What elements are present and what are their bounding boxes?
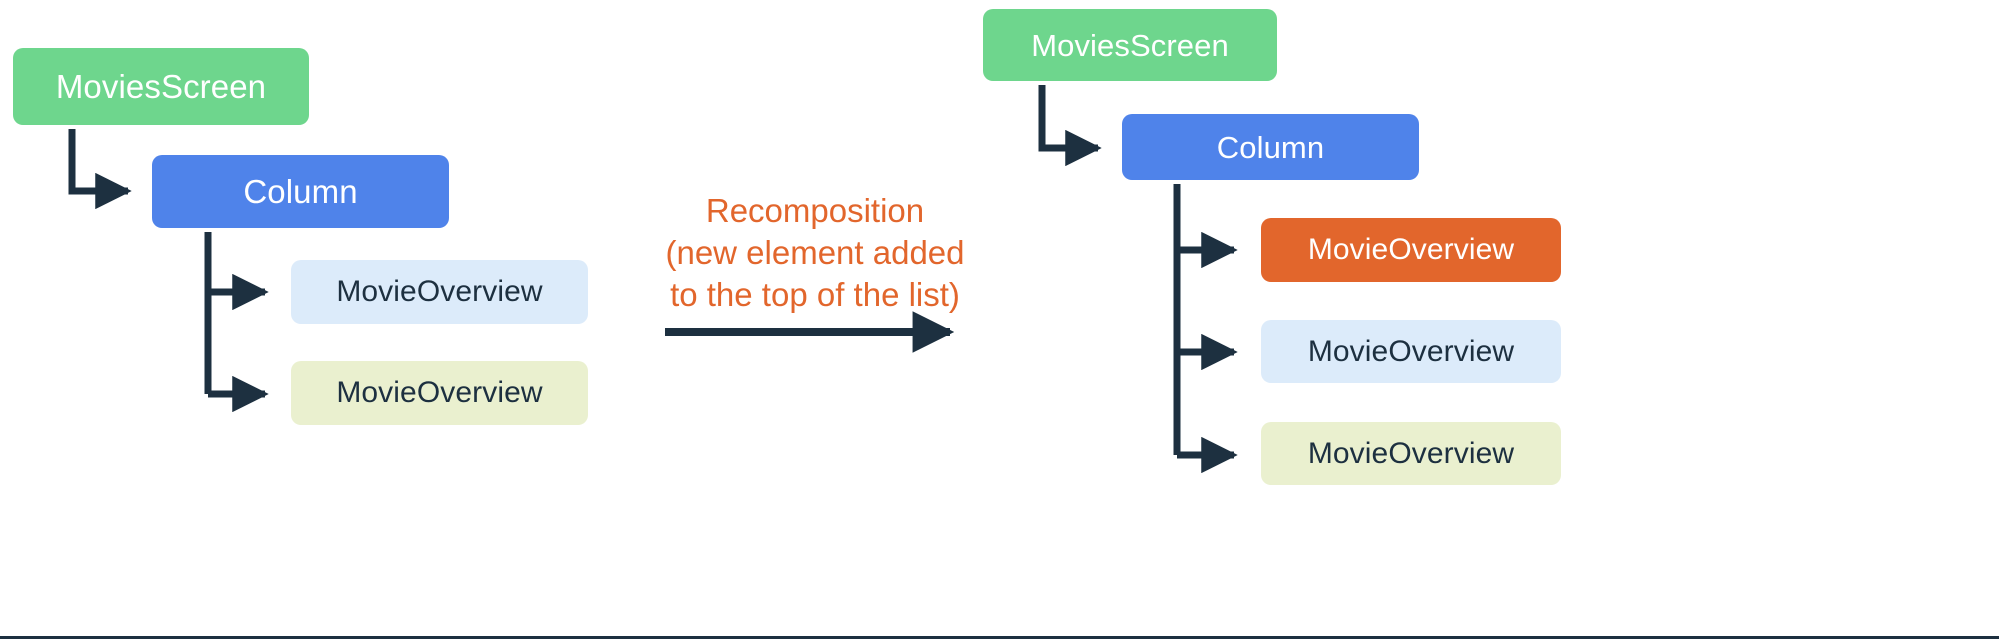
right-edge-column-to-children bbox=[1173, 184, 1238, 474]
transition-caption-line-3: to the top of the list) bbox=[670, 276, 960, 314]
before-node-movie-overview-2: MovieOverview bbox=[291, 361, 588, 425]
before-node-column-label: Column bbox=[243, 173, 358, 210]
transition-caption-line-2: (new element added bbox=[665, 234, 965, 272]
before-node-movies-screen-label: MoviesScreen bbox=[55, 68, 267, 105]
before-node-movie-overview-1: MovieOverview bbox=[291, 260, 588, 324]
transition-caption: Recomposition (new element added to the … bbox=[660, 190, 970, 317]
after-node-column: Column bbox=[1122, 114, 1419, 180]
before-node-column: Column bbox=[152, 155, 449, 228]
after-node-movie-overview-new: MovieOverview bbox=[1261, 218, 1561, 282]
after-node-movie-overview-1-label: MovieOverview bbox=[1307, 334, 1515, 368]
after-node-movies-screen-label: MoviesScreen bbox=[1031, 27, 1229, 63]
after-node-movies-screen: MoviesScreen bbox=[983, 9, 1277, 81]
after-node-movie-overview-2-label: MovieOverview bbox=[1307, 436, 1515, 470]
before-node-movie-overview-2-label: MovieOverview bbox=[336, 376, 543, 409]
left-edge-column-to-children bbox=[204, 232, 269, 413]
right-edge-moviesscreen-to-column bbox=[1038, 85, 1102, 167]
after-node-movie-overview-2: MovieOverview bbox=[1261, 422, 1561, 485]
transition-caption-line-1: Recomposition bbox=[705, 192, 925, 229]
before-node-movie-overview-1-label: MovieOverview bbox=[336, 275, 543, 308]
after-node-movie-overview-1: MovieOverview bbox=[1261, 320, 1561, 383]
left-edge-moviesscreen-to-column bbox=[68, 129, 132, 210]
before-node-movies-screen: MoviesScreen bbox=[13, 48, 309, 125]
after-node-column-label: Column bbox=[1216, 129, 1325, 165]
after-node-movie-overview-new-label: MovieOverview bbox=[1307, 233, 1515, 266]
